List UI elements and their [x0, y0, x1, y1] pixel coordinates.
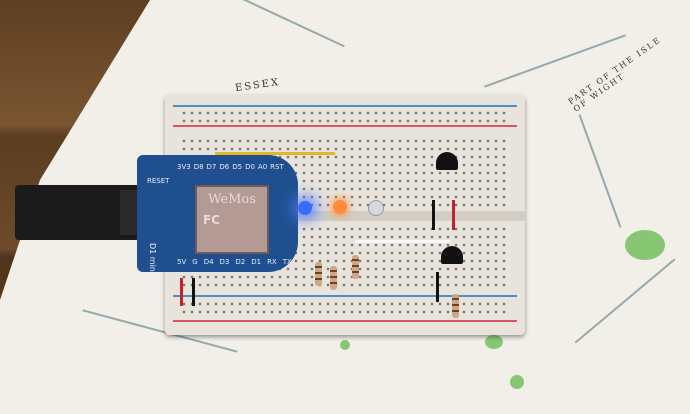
- board-site-text: WeMos.cc: [148, 276, 157, 317]
- pin-label: D7: [206, 163, 217, 171]
- wemos-logo: WeMos: [208, 192, 256, 207]
- black-wire: [192, 278, 195, 306]
- pin-label: RST: [270, 163, 284, 171]
- white-wire: [355, 240, 450, 243]
- top-pin-labels: 3V3 D8 D7 D6 D5 D0 A0 RST: [177, 163, 284, 171]
- reset-label: RESET: [147, 177, 170, 185]
- resistor: [452, 294, 459, 318]
- yellow-wire: [215, 152, 335, 155]
- pin-label: A0: [257, 163, 268, 171]
- pin-label: RX: [267, 258, 277, 266]
- bottom-pin-labels: 5V G D4 D3 D2 D1 RX TX: [177, 258, 292, 266]
- map-label: ESSEX: [234, 76, 281, 95]
- esp8266-module: WeMos FC: [195, 185, 269, 254]
- pin-label: 3V3: [177, 163, 191, 171]
- blue-led: [298, 201, 312, 215]
- fc-mark: FC: [203, 213, 221, 227]
- pin-label: 5V: [177, 258, 187, 266]
- clear-led: [368, 200, 384, 216]
- black-wire: [436, 272, 439, 302]
- transistor: [436, 152, 458, 170]
- pin-label: TX: [282, 258, 292, 266]
- pin-label: D0: [245, 163, 255, 171]
- pin-label: G: [192, 258, 198, 266]
- pin-label: D3: [219, 258, 230, 266]
- pin-label: D5: [232, 163, 243, 171]
- resistor: [330, 266, 337, 290]
- usb-cable: [15, 185, 140, 240]
- map-label: PART OF THE ISLE OF WIGHT: [566, 35, 663, 114]
- red-wire: [452, 200, 455, 230]
- orange-led: [333, 200, 347, 214]
- transistor: [441, 246, 463, 264]
- board-name: D1 mini WeMos.cc: [148, 243, 157, 316]
- resistor: [352, 255, 359, 279]
- pin-label: D4: [203, 258, 214, 266]
- resistor: [315, 262, 322, 286]
- usb-plug: [120, 190, 142, 235]
- pin-label: D6: [219, 163, 230, 171]
- black-wire: [432, 200, 435, 230]
- pin-label: D8: [193, 163, 204, 171]
- red-wire: [180, 278, 183, 306]
- pin-label: D1: [251, 258, 262, 266]
- board-name-text: D1 mini: [148, 243, 157, 275]
- pin-label: D2: [235, 258, 246, 266]
